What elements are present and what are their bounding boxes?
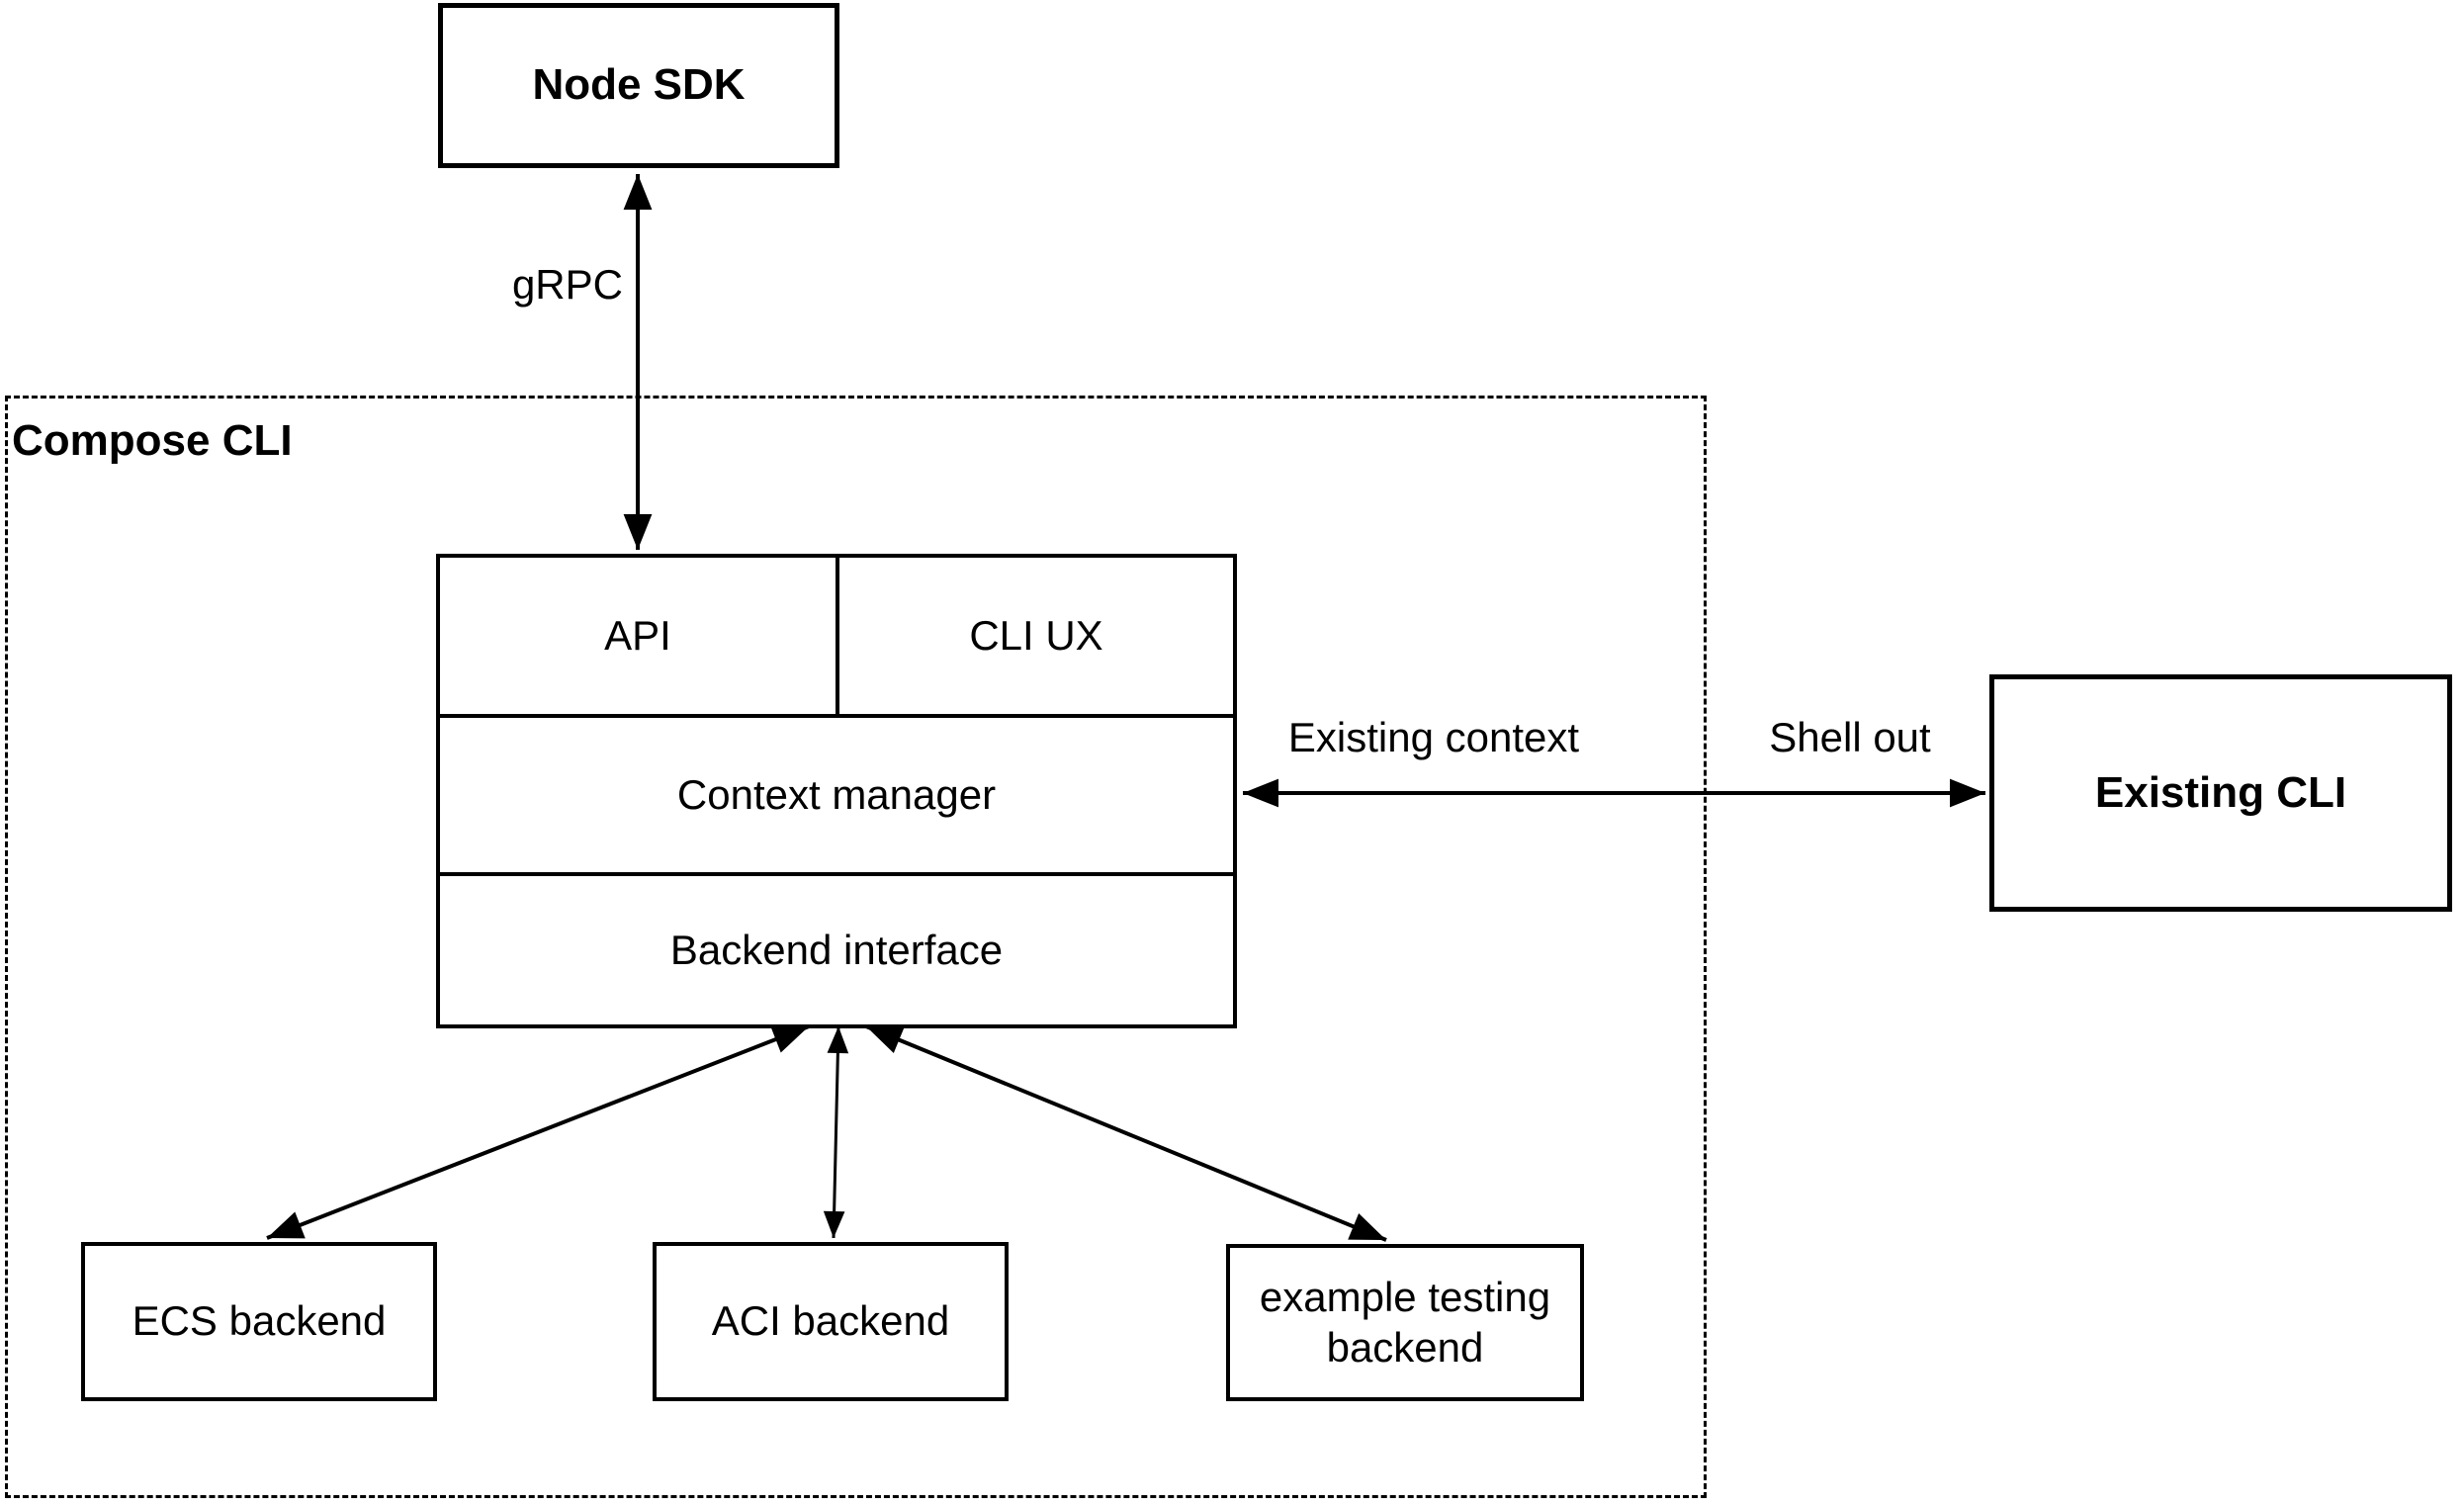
stack-top-row: API CLI UX: [440, 558, 1233, 714]
grpc-edge-label: gRPC: [511, 261, 623, 308]
aci-backend-label: ACI backend: [711, 1297, 950, 1345]
api-label: API: [604, 612, 671, 659]
backend-interface-label: Backend interface: [669, 927, 1004, 973]
node-backend-interface: Backend interface: [440, 872, 1233, 1024]
compose-cli-label: Compose CLI: [12, 416, 293, 465]
node-existing-cli: Existing CLI: [1989, 674, 2452, 912]
existing-cli-label: Existing CLI: [2094, 767, 2347, 817]
context-manager-label: Context manager: [676, 771, 997, 818]
node-context-manager: Context manager: [440, 714, 1233, 872]
compose-cli-container: Compose CLI: [5, 396, 1707, 1498]
node-compose-stack: API CLI UX Context manager Backend inter…: [436, 554, 1237, 1028]
shell-out-edge-label: Shell out: [1769, 714, 1931, 760]
example-testing-backend-label: example testing backend: [1259, 1274, 1551, 1371]
cli-ux-label: CLI UX: [969, 612, 1103, 659]
node-node-sdk: Node SDK: [438, 3, 839, 168]
node-aci-backend: ACI backend: [653, 1242, 1009, 1401]
existing-context-edge-label: Existing context: [1287, 714, 1580, 760]
node-ecs-backend: ECS backend: [81, 1242, 437, 1401]
node-sdk-label: Node SDK: [532, 60, 746, 110]
node-api: API: [440, 558, 836, 714]
node-example-testing-backend: example testing backend: [1226, 1244, 1584, 1401]
ecs-backend-label: ECS backend: [132, 1297, 387, 1345]
node-cli-ux: CLI UX: [836, 558, 1233, 714]
